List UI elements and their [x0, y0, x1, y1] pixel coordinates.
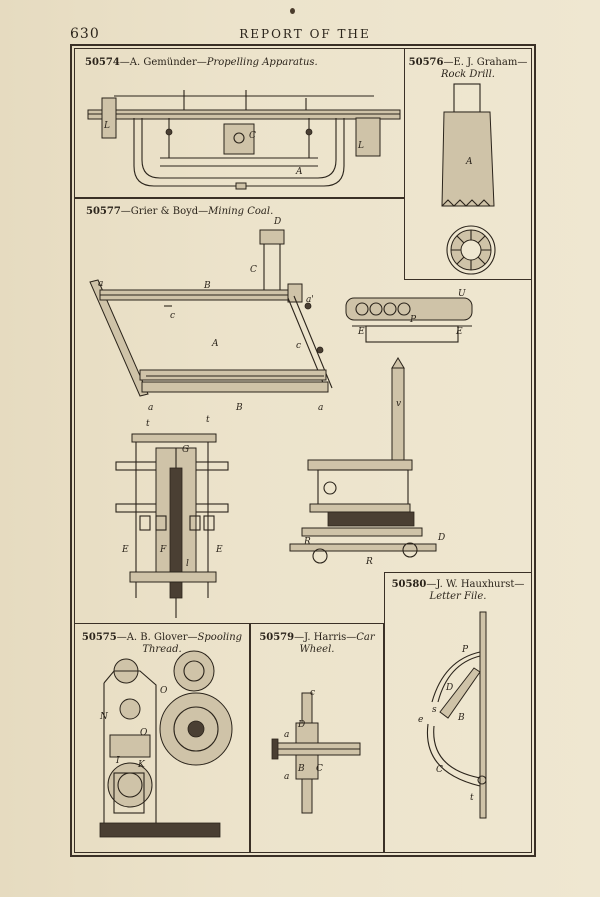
- running-head-title: REPORT OF THE: [239, 27, 371, 41]
- page-ornament: [290, 8, 295, 14]
- figure-50580-label-p: P: [461, 645, 469, 655]
- figure-50577-label-u: U: [458, 289, 466, 299]
- figure-50577-label-r-left: R: [303, 537, 311, 547]
- figure-50579-label-b: B: [297, 764, 305, 774]
- figure-50574-caption: 50574—A. Gemünder—Propelling Apparatus.: [85, 57, 318, 68]
- figure-50577-label-g: G: [182, 445, 189, 455]
- figure-50579-label-a-top: a: [284, 730, 289, 740]
- figure-50576-label-a: A: [465, 157, 473, 167]
- figure-50580-label-b: B: [457, 713, 465, 723]
- figure-50577-label-e-lower-right: E: [215, 545, 223, 555]
- figure-50577-label-a-bottom-left: a: [148, 403, 153, 413]
- figure-50579-label-c-top: c: [310, 688, 315, 698]
- figure-50577-label-b-top: B: [203, 281, 211, 291]
- figure-50574-drawing: L C L A: [87, 90, 401, 190]
- figure-50580-label-e: e: [418, 715, 423, 725]
- figure-50574-label-a: A: [295, 167, 303, 177]
- figure-50580-panel: 50580—J. W. Hauxhurst—Letter File.: [384, 572, 532, 853]
- figure-50579-label-a-bottom: a: [284, 772, 289, 782]
- figure-50577-label-p: P: [409, 315, 417, 325]
- running-header: 630 REPORT OF THE: [70, 26, 540, 46]
- figure-50577-label-c-mid: c: [170, 311, 175, 321]
- figure-50575-label-k: K: [137, 760, 146, 770]
- page-number: 630: [70, 26, 100, 42]
- figure-50580-caption: 50580—J. W. Hauxhurst—Letter File.: [391, 579, 525, 602]
- figure-50577-label-a-center: A: [211, 339, 219, 349]
- figure-50580-label-t: t: [470, 793, 474, 803]
- figure-50580-label-c: C: [436, 765, 443, 775]
- figure-50577-label-a-prime: a': [306, 295, 314, 305]
- figure-50579-label-c-bottom: C: [316, 764, 323, 774]
- figure-50577-label-a-left: a: [98, 279, 103, 289]
- figure-50577-label-d-lower: D: [437, 533, 445, 543]
- figure-50574-label-c: C: [249, 131, 256, 141]
- figure-50577-label-l: l: [186, 559, 189, 569]
- figure-50577-label-c-upper: C: [250, 265, 257, 275]
- figure-50577-caption: 50577—Grier & Boyd—Mining Coal.: [86, 206, 274, 217]
- figure-50577-label-t-right: t: [206, 415, 210, 425]
- figure-50575-label-i: I: [115, 756, 120, 766]
- figure-50575-label-o-upper: O: [160, 686, 168, 696]
- figure-50577-label-v: v: [396, 399, 401, 409]
- figure-50577-panel: [74, 198, 405, 623]
- figure-50577-label-r-right: R: [365, 557, 373, 567]
- figure-50579-label-d: D: [297, 720, 305, 730]
- figure-50577-label-f: F: [159, 545, 167, 555]
- figure-50577-label-e-lower-left: E: [121, 545, 129, 555]
- figure-50577-drawing: D C a B c a' A c a B a U E P E: [89, 217, 473, 618]
- figure-50575-drawing: O N O I K: [99, 650, 233, 838]
- figure-50575-label-n: N: [99, 712, 109, 722]
- figure-50577-label-e-right: E: [455, 327, 463, 337]
- figure-50580-drawing: P s D e B C t: [418, 611, 487, 819]
- figure-50577-label-e-left: E: [357, 327, 365, 337]
- figure-50580-label-s: s: [432, 705, 437, 715]
- figure-50576-drawing: A: [441, 83, 496, 275]
- figure-50577-label-b-bottom: B: [235, 403, 243, 413]
- figure-50574-label-l2: L: [357, 141, 364, 151]
- figure-50577-label-a-bottom-right: a: [318, 403, 323, 413]
- figure-50577-label-c-right: c: [296, 341, 301, 351]
- figure-50576-caption: 50576—E. J. Graham—Rock Drill.: [408, 57, 528, 80]
- figure-50580-label-d: D: [445, 683, 453, 693]
- figure-50577-label-d: D: [273, 217, 281, 227]
- outer-frame: [70, 44, 536, 857]
- figure-50575-label-o-lower: O: [140, 728, 148, 738]
- figure-50577-label-t-left: t: [146, 419, 150, 429]
- figure-50574-label-l1: L: [103, 121, 110, 131]
- figure-50579-drawing: c D a B a C: [271, 688, 361, 814]
- figure-50576-panel: 50576—E. J. Graham—Rock Drill.: [404, 48, 532, 280]
